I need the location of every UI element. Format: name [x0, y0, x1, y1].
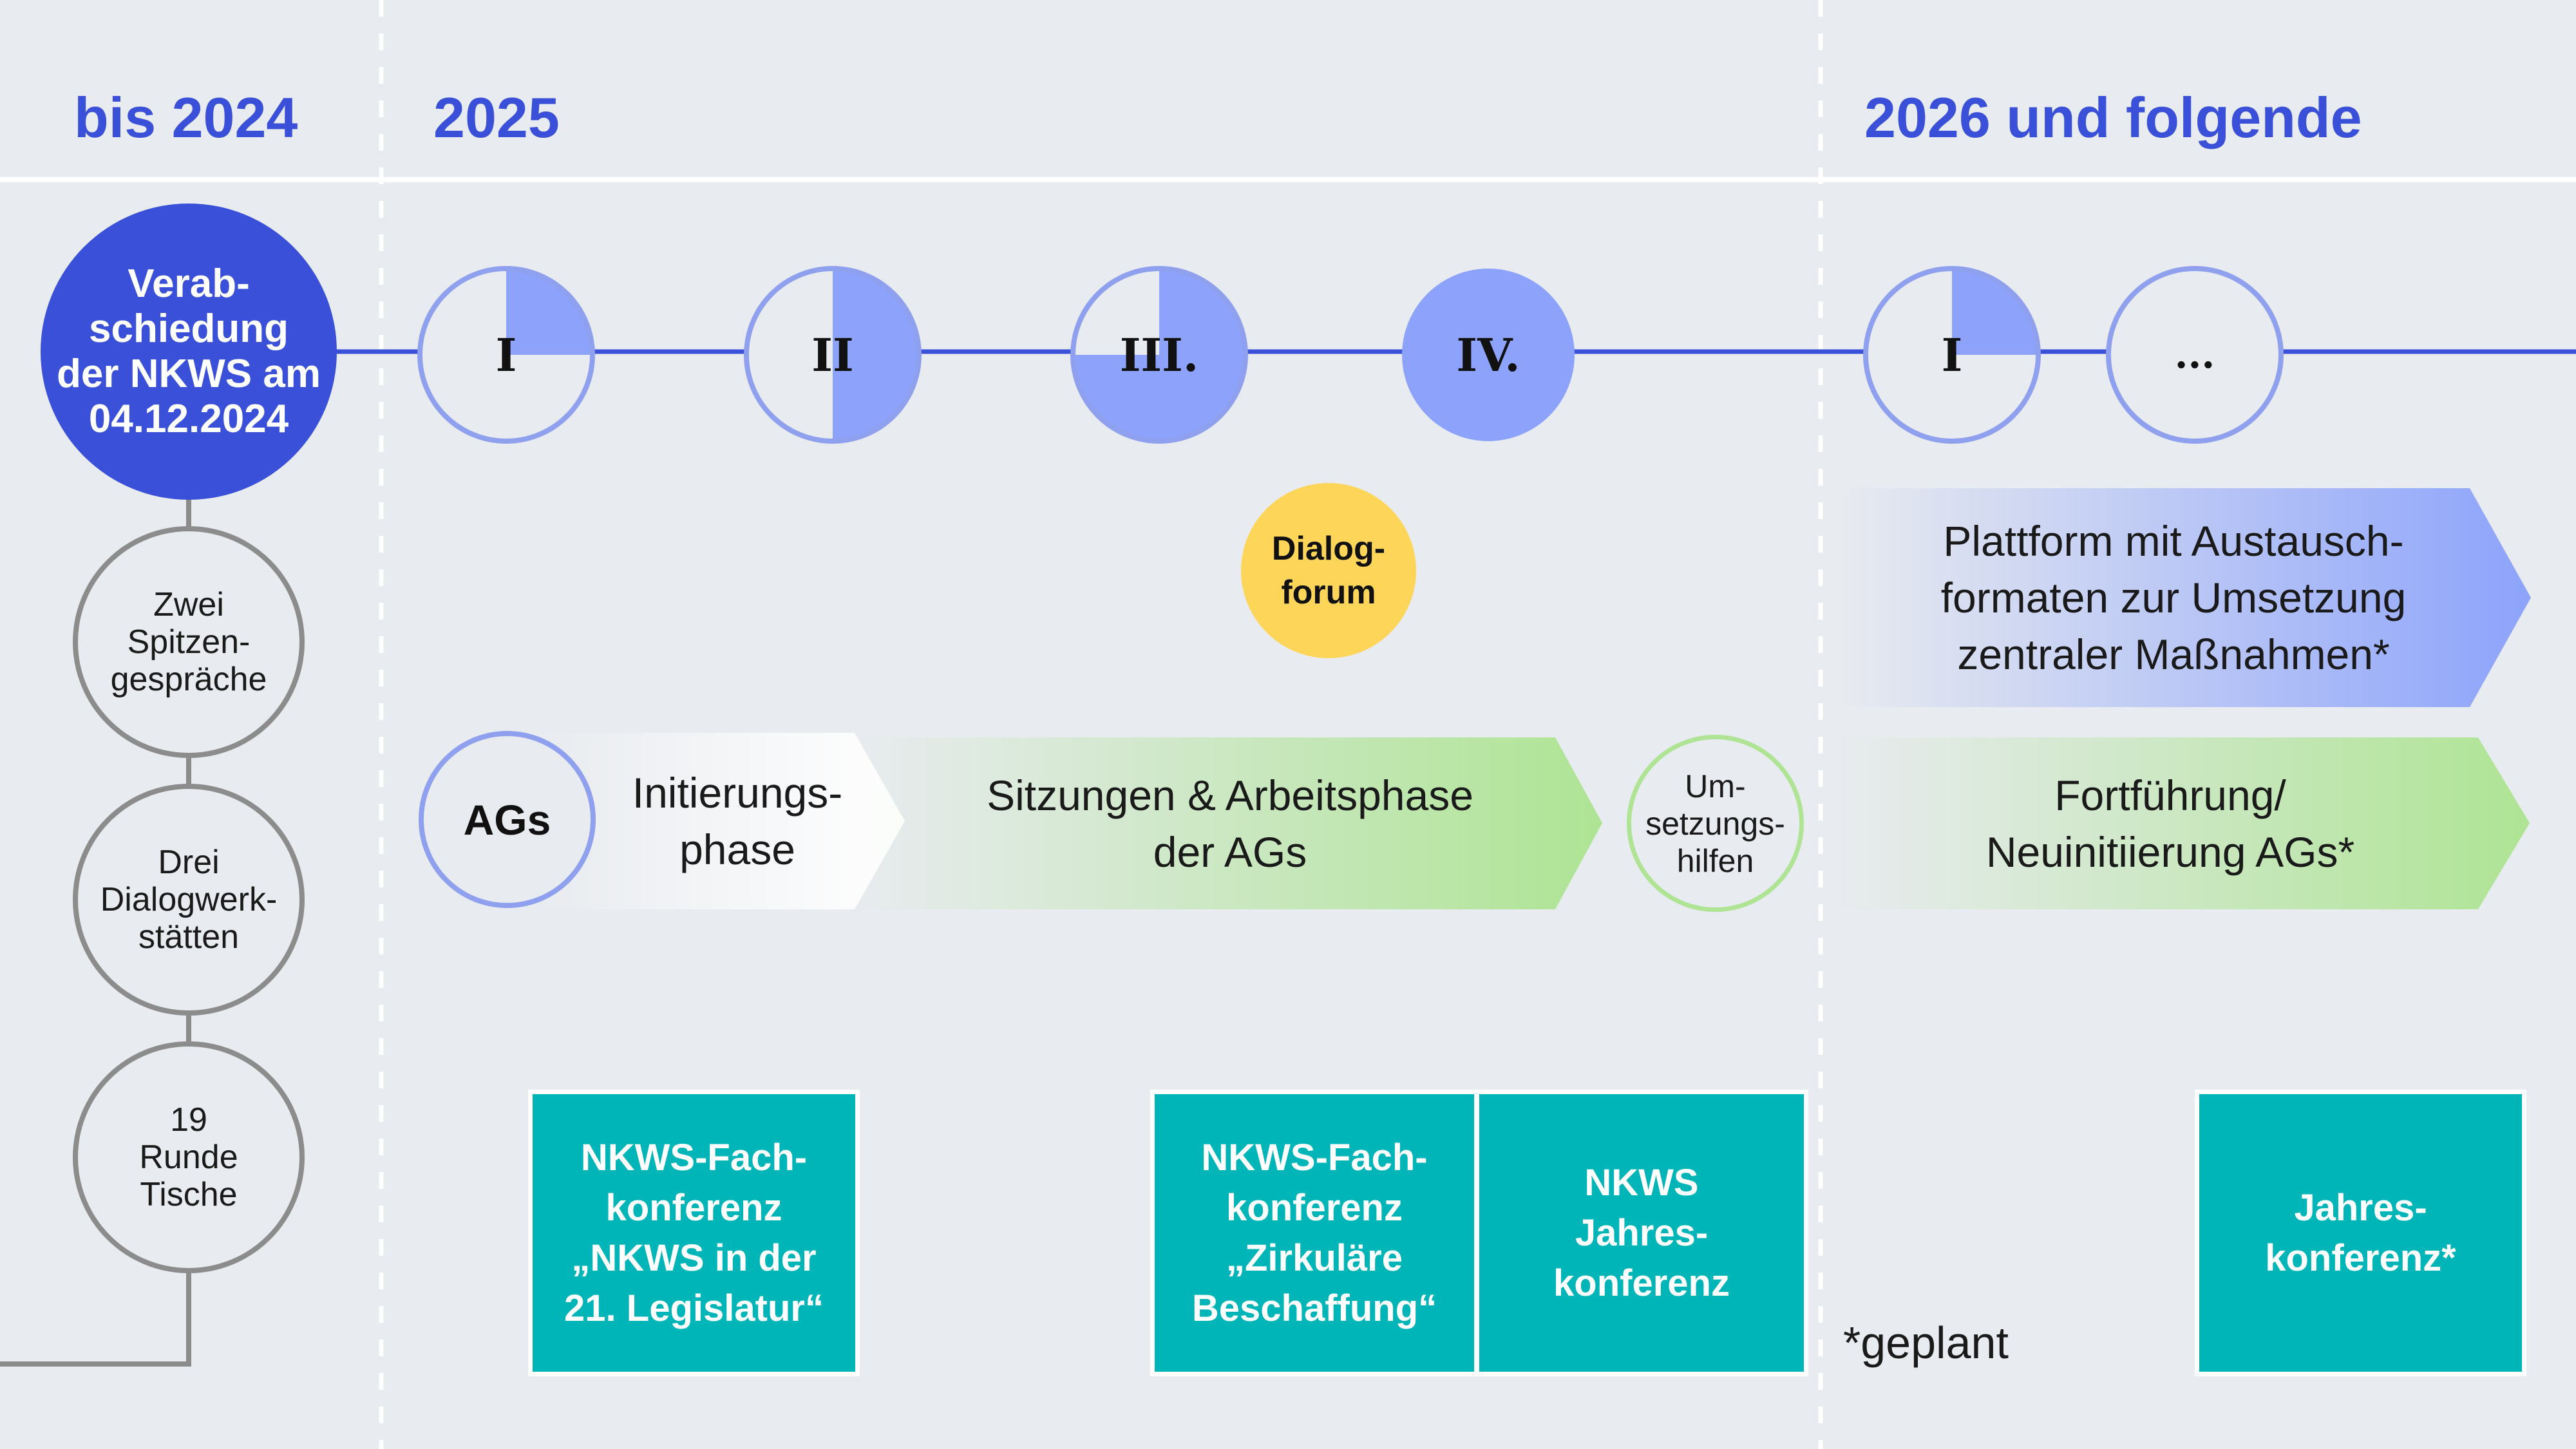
milestone-ring-6	[2106, 266, 2284, 444]
implementation-aids-circle: Um- setzungs- hilfen	[1627, 735, 1804, 912]
milestone-progress-2	[833, 269, 919, 441]
adoption-circle: Verab- schiedung der NKWS am 04.12.2024	[41, 204, 337, 500]
milestone-progress-5	[1952, 269, 2038, 355]
milestone-pies	[417, 266, 2284, 444]
milestone-ring-5	[1863, 266, 2041, 444]
initiation-arrow-shape	[535, 733, 905, 909]
platform-text: Plattform mit Austausch- formaten zur Um…	[1940, 517, 2407, 678]
milestone-label-1: I	[495, 328, 517, 382]
initiation-phase-text: Initierungs- phase	[632, 769, 843, 873]
round-tables-circle: 19 Runde Tische	[73, 1041, 305, 1273]
milestone-label-6: ...	[2174, 332, 2215, 377]
milestone-progress-1	[506, 269, 592, 355]
milestone-progress-3	[1073, 269, 1245, 441]
dialog-forum-circle: Dialog- forum	[1241, 483, 1416, 658]
milestone-label-3: III.	[1119, 328, 1199, 382]
dialog-workshops-circle: Drei Dialogwerk- stätten	[73, 784, 305, 1016]
continuation-text: Fortführung/ Neuinitiierung AGs*	[1985, 771, 2355, 876]
conference-box-jahreskonferenz: NKWS Jahres- konferenz	[1475, 1090, 1808, 1376]
conference-box-jahreskonferenz-planned: Jahres- konferenz*	[2195, 1090, 2526, 1376]
header-bis-2024: bis 2024	[74, 86, 298, 149]
header-2026-folgende: 2026 und folgende	[1864, 86, 2362, 149]
milestone-label-2: II	[811, 328, 854, 382]
top-level-talks-circle: Zwei Spitzen- gespräche	[73, 526, 305, 758]
milestone-circle-4	[1402, 269, 1575, 441]
working-phase-text: Sitzungen & Arbeitsphase der AGs	[987, 771, 1473, 876]
conference-box-beschaffung: NKWS-Fach- konferenz „Zirkuläre Beschaff…	[1150, 1090, 1479, 1376]
milestone-label-5: I	[1941, 328, 1963, 382]
milestone-ring-1	[417, 266, 595, 444]
ags-circle: AGs	[419, 731, 596, 908]
platform-arrow-shape	[1839, 488, 2531, 707]
milestone-ring-2	[744, 266, 922, 444]
milestone-label-4: IV.	[1456, 328, 1520, 382]
continuation-arrow-shape	[1839, 737, 2530, 909]
header-2025: 2025	[433, 86, 560, 149]
left-connector	[0, 489, 191, 1367]
footnote-planned: *geplant	[1843, 1318, 2009, 1368]
milestone-ring-3	[1070, 266, 1248, 444]
milestone-circle-6	[2108, 269, 2281, 441]
working-phase-arrow-shape	[857, 737, 1602, 909]
conference-box-legislatur: NKWS-Fach- konferenz „NKWS in der 21. Le…	[528, 1090, 860, 1376]
